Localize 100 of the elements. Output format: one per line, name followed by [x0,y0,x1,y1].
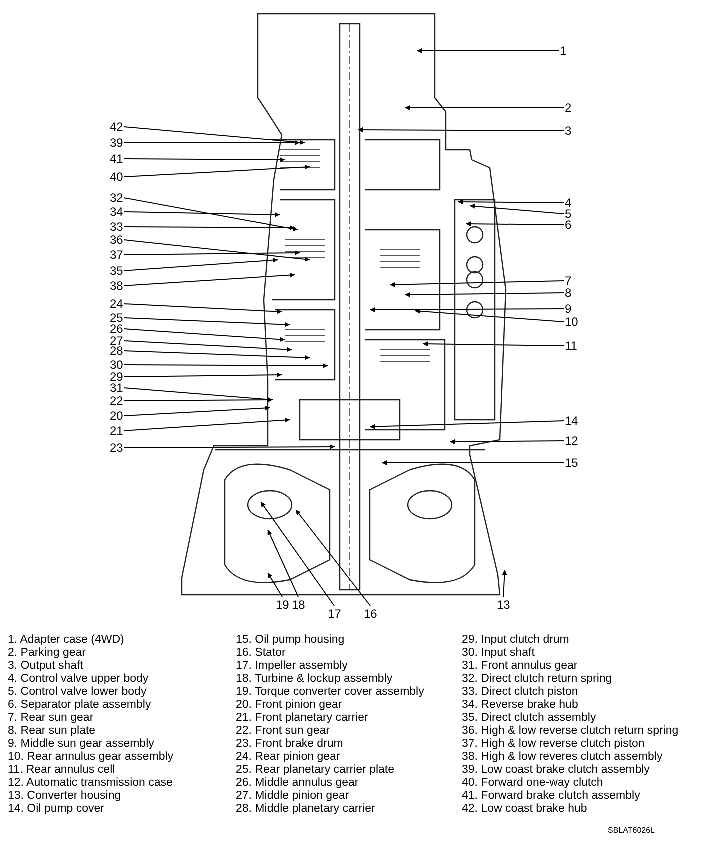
part-list-entry: 7. Rear sun gear [8,712,94,725]
leader-line [124,212,280,218]
callout-number: 1 [560,44,567,58]
leader-line [414,308,564,322]
leader-line [382,460,564,466]
part-list-entry: 31. Front annulus gear [462,660,578,673]
leader-line [124,140,300,146]
callout-number: 21 [110,424,124,438]
callout-number: 40 [110,170,124,184]
leader-line [124,250,300,256]
callout-number: 35 [110,264,124,278]
leader-line [370,307,564,312]
callout-number: 25 [110,311,124,325]
callout-number: 17 [328,607,342,621]
callout-number: 18 [292,598,306,612]
callout-number: 3 [565,124,572,138]
leader-line [124,372,282,378]
callout-number: 42 [110,120,124,134]
part-list-entry: 27. Middle pinion gear [236,790,350,803]
callout-number: 38 [110,279,124,293]
callout-number: 23 [110,441,124,455]
part-list-entry: 40. Forward one-way clutch [462,777,604,790]
leader-line [124,406,270,416]
part-list-entry: 32. Direct clutch return spring [462,673,612,686]
callout-number: 6 [565,218,572,232]
part-list-entry: 11. Rear annulus cell [8,764,116,777]
callout-number: 39 [110,136,124,150]
part-list-entry: 6. Separator plate assembly [8,699,152,712]
leader-line [124,126,306,146]
leader-line [470,204,564,214]
leader-line [124,225,296,230]
part-list-entry: 18. Turbine & lockup assembly [236,673,393,686]
callout-number: 26 [110,322,124,336]
part-list-entry: 36. High & low reverse clutch return spring [462,725,679,738]
part-list-entry: 8. Rear sun plate [8,725,96,738]
part-list-entry: 19. Torque converter cover assembly [236,686,424,699]
callout-number: 32 [110,191,124,205]
part-list-entry: 25. Rear planetary carrier plate [236,764,395,777]
part-list-entry: 35. Direct clutch assembly [462,712,596,725]
callout-number: 34 [110,205,124,219]
part-list-entry: 42. Low coast brake hub [462,803,588,816]
leader-line [268,530,299,598]
callout-number: 5 [565,207,572,221]
callout-number: 19 [276,598,290,612]
leader-line [124,398,274,403]
leader-line [390,280,564,288]
part-list-entry: 5. Control valve lower body [8,686,147,699]
leader-line [404,106,564,110]
leader-line [358,128,564,133]
part-list-entry: 16. Stator [236,647,286,660]
callout-number: 16 [364,607,378,621]
part-list-entry: 41. Forward brake clutch assembly [462,790,640,803]
part-list-entry: 13. Converter housing [8,790,122,803]
callout-number: 24 [110,297,124,311]
leader-line [124,272,296,286]
part-list-entry: 23. Front brake drum [236,738,344,751]
callout-number: 13 [497,598,510,612]
part-list-entry: 15. Oil pump housing [236,634,345,647]
callout-number: 33 [110,220,124,234]
part-list-entry: 12. Automatic transmission case [8,777,173,790]
part-list-entry: 38. High & low reveres clutch assembly [462,751,663,764]
leader-line [404,292,564,298]
part-list-entry: 33. Direct clutch piston [462,686,578,699]
leader-line [124,363,328,368]
leader-line [124,328,286,342]
callout-number: 36 [110,233,124,247]
part-list-entry: 30. Input shaft [462,647,535,660]
part-list-entry: 2. Parking gear [8,647,86,660]
callout-number: 30 [110,358,124,372]
leader-line [370,420,564,430]
leader-line [422,342,564,347]
callout-number: 41 [110,152,124,166]
part-list-entry: 4. Control valve upper body [8,673,149,686]
leader-line [296,510,371,606]
part-list-entry: 29. Input clutch drum [462,634,570,647]
leader-line [124,164,310,178]
callout-number: 2 [565,101,572,115]
callout-number: 22 [110,394,124,408]
part-list-entry: 14. Oil pump cover [8,803,105,816]
callout-number: 12 [565,434,578,448]
part-list-entry: 10. Rear annulus gear assembly [8,751,174,764]
leader-line [124,418,290,432]
part-list-entry: 9. Middle sun gear assembly [8,738,154,751]
leader-line [124,240,310,262]
callout-number: 14 [565,414,578,428]
callout-number: 31 [110,381,124,395]
leader-line [124,444,336,450]
leader-line [124,318,290,328]
leader-line [124,258,278,272]
callout-number: 20 [110,409,124,423]
leader-line [268,572,283,598]
callout-number: 4 [565,196,572,210]
part-list-entry: 21. Front planetary carrier [236,712,368,725]
leader-line [124,388,272,402]
part-list-entry: 39. Low coast brake clutch assembly [462,764,650,777]
part-list-entry: 28. Middle planetary carrier [236,803,376,816]
callout-number: 15 [565,456,578,470]
callout-number: 9 [565,302,572,316]
leader-line [124,350,310,360]
callout-number: 37 [110,248,124,262]
